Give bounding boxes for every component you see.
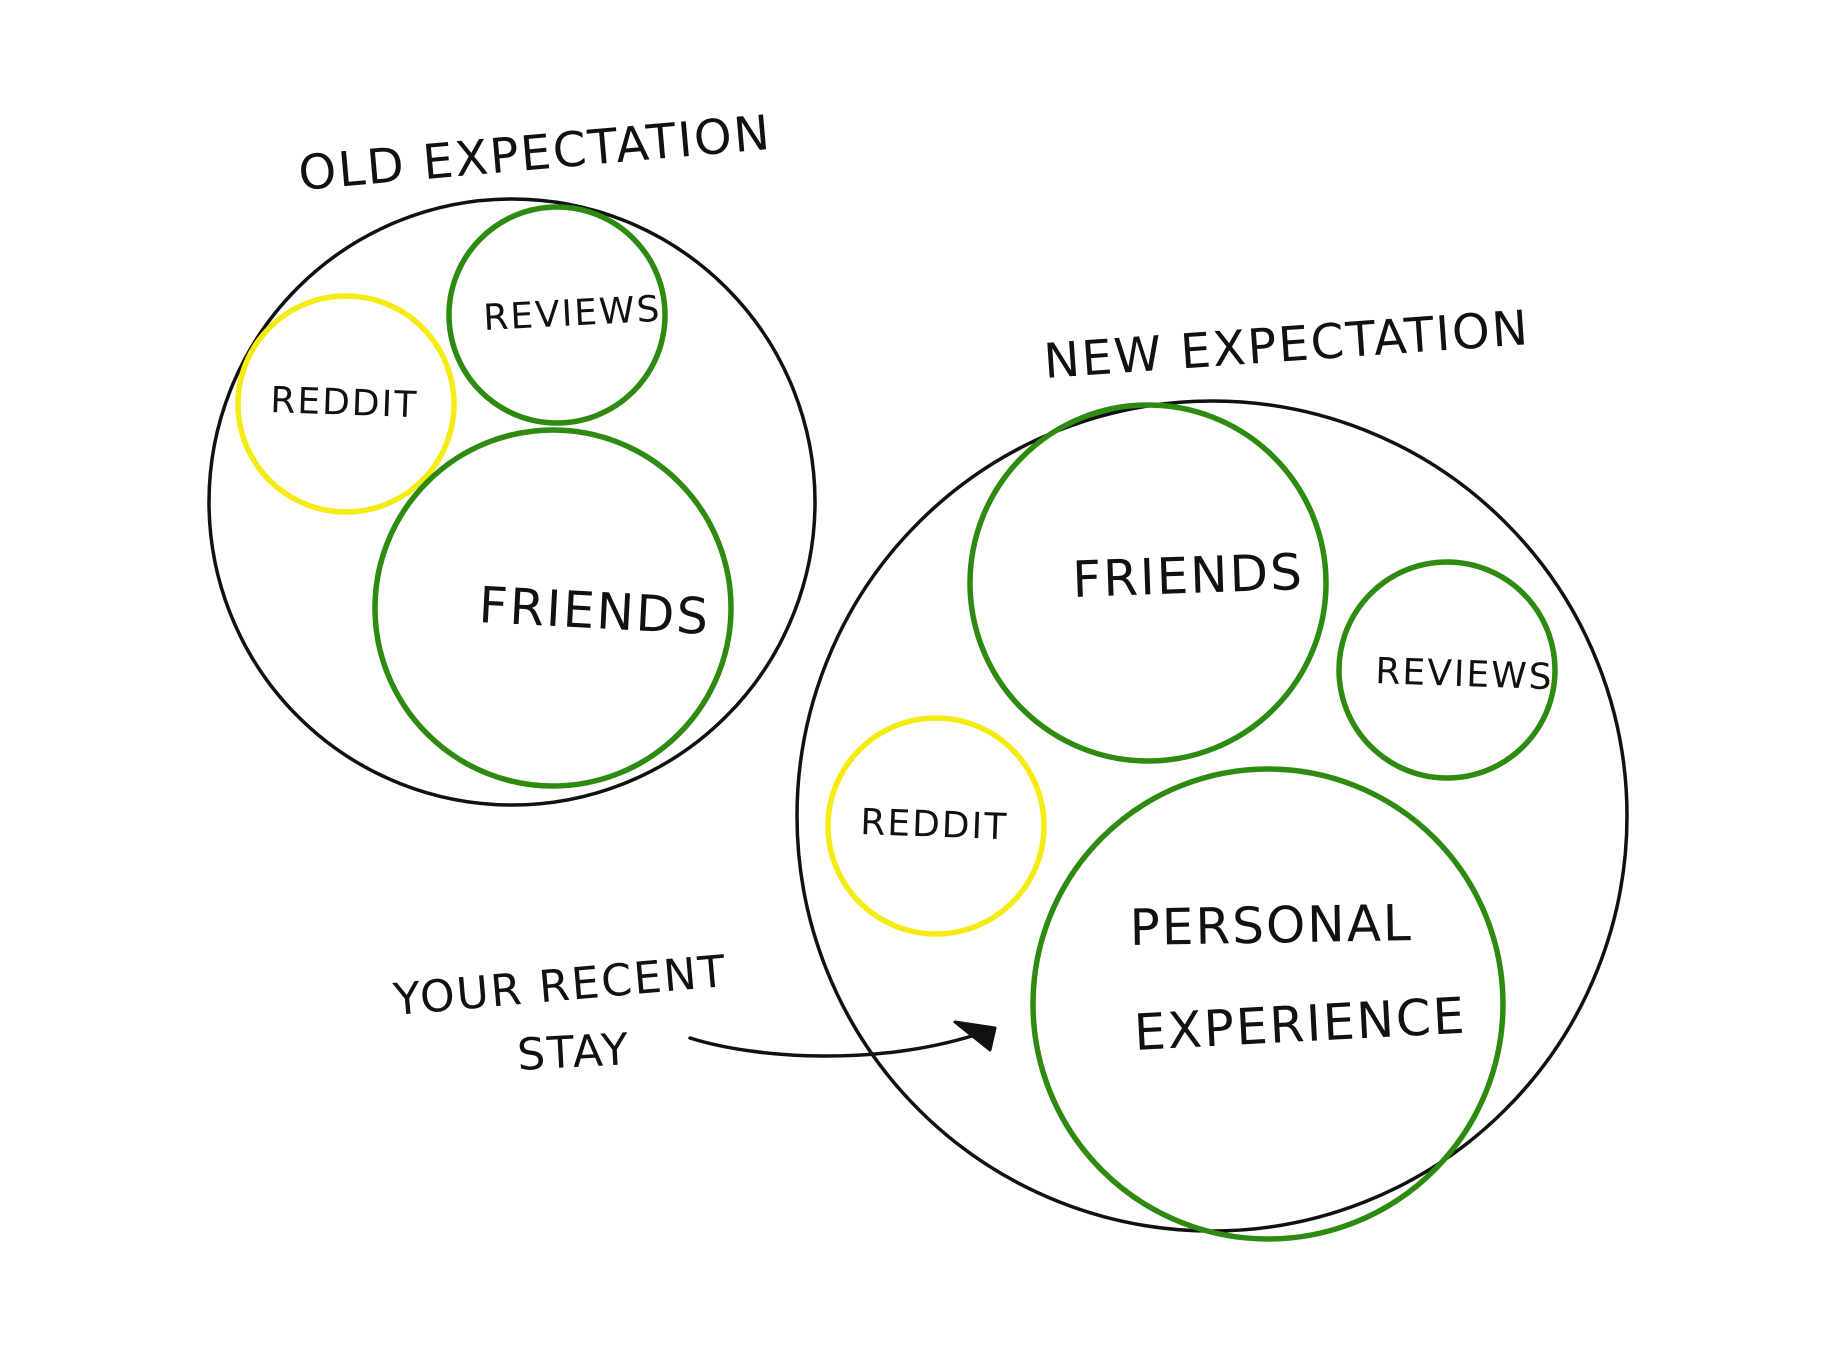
annotation-arrow xyxy=(688,1033,977,1058)
personal-label-line2: EXPERIENCE xyxy=(1133,987,1468,1062)
new-friends-label: FRIENDS xyxy=(1071,543,1304,609)
arrow-head-icon xyxy=(953,1020,997,1052)
new-friends-circle xyxy=(967,402,1329,764)
old-expectation-outer-circle xyxy=(207,197,817,807)
new-reviews-circle xyxy=(1336,559,1558,781)
annotation-line2: STAY xyxy=(516,1024,631,1081)
old-reviews-circle xyxy=(446,204,668,426)
personal-label-line1: PERSONAL xyxy=(1129,894,1413,957)
new-reddit-circle xyxy=(825,715,1047,937)
new-expectation-title: NEW EXPECTATION xyxy=(1042,300,1532,390)
new-reviews-label: REVIEWS xyxy=(1375,651,1555,698)
old-reddit-label: REDDIT xyxy=(270,380,419,426)
old-friends-circle xyxy=(372,427,734,789)
old-friends-label: FRIENDS xyxy=(477,576,711,646)
old-reviews-label: REVIEWS xyxy=(482,289,662,339)
new-reddit-label: REDDIT xyxy=(860,802,1009,848)
old-expectation-title: OLD EXPECTATION xyxy=(296,105,774,202)
old-reddit-circle xyxy=(235,293,457,515)
new-personal-experience-circle xyxy=(1030,766,1506,1242)
annotation-line1: YOUR RECENT xyxy=(391,946,730,1026)
